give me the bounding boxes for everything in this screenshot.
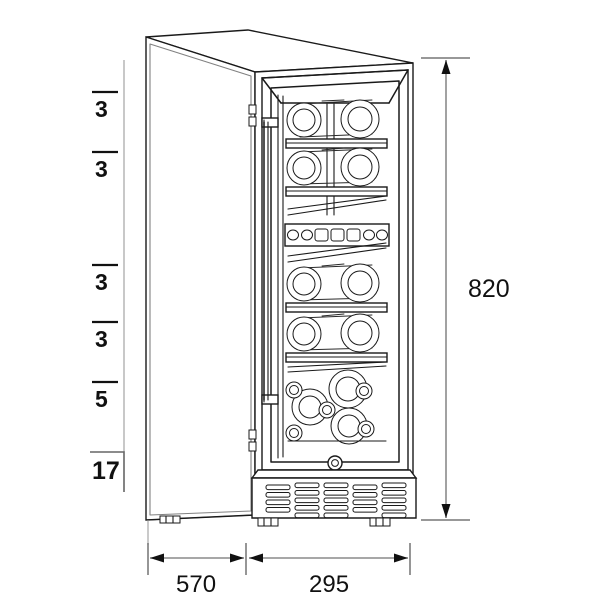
total-capacity-label: 17 [92, 457, 120, 485]
door-hinges [248, 104, 257, 452]
base-vent-grille [265, 482, 407, 519]
shelf-3 [285, 263, 388, 313]
base-plinth [250, 469, 418, 519]
width-dimension-label: 295 [309, 571, 350, 598]
shelf-capacity-label-5: 5 [95, 386, 108, 412]
shelf-5 [285, 361, 387, 445]
control-buttons[interactable] [287, 228, 388, 242]
shelf-2 [285, 147, 388, 197]
door-handle[interactable] [261, 117, 279, 405]
shelf-capacity-label-1: 3 [95, 96, 108, 122]
foot-right [257, 517, 279, 527]
foot-left [159, 515, 181, 524]
shelf-capacity-label-4: 3 [95, 326, 108, 352]
shelf-capacity-label-3: 3 [95, 269, 108, 295]
shelf-4 [285, 313, 388, 363]
depth-dimension-label: 570 [176, 571, 217, 598]
levelling-feet [159, 515, 391, 527]
foot-front-right [369, 517, 391, 527]
cabinet-side-panel [145, 29, 414, 521]
cabinet-interior [284, 99, 390, 445]
bottom-dimension-lines [147, 520, 411, 575]
height-dimension-line [421, 57, 470, 521]
door-lock-icon[interactable] [327, 455, 343, 471]
left-dimension-ticks [90, 60, 125, 492]
height-dimension-label: 820 [468, 275, 510, 303]
control-panel[interactable] [284, 195, 390, 263]
shelf-1 [285, 99, 388, 149]
shelf-capacity-label-2: 3 [95, 156, 108, 182]
